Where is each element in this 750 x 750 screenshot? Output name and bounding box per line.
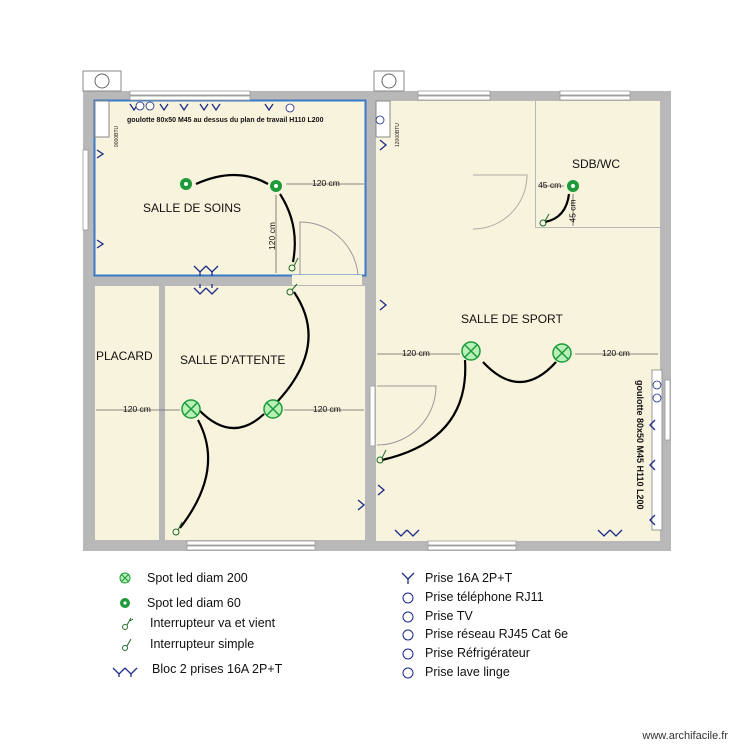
dim-sdb-v: 45 cm	[567, 199, 578, 223]
note-goulotte-soins: goulotte 80x50 M45 au dessus du plan de …	[127, 117, 324, 124]
ac-label-sport: 12000BTU	[395, 123, 401, 147]
socket-markers	[96, 103, 656, 537]
ac-units	[82, 70, 663, 531]
legend-network-socket: Prise réseau RJ45 Cat 6e	[425, 627, 569, 641]
floor-salle-de-soins	[95, 101, 365, 275]
dim-sdb-h: 45 cm	[538, 180, 562, 190]
ac-label-soins: 9000BTU	[114, 125, 120, 147]
legend-spot-200: Spot led diam 200	[147, 571, 248, 585]
legend-icons	[112, 572, 415, 679]
dim-soins-h: 120 cm	[312, 178, 340, 188]
wiring	[179, 174, 571, 529]
site-credit: www.archifacile.fr	[642, 730, 728, 742]
dim-attente-right: 120 cm	[313, 404, 341, 414]
small-socket-circles	[135, 101, 662, 403]
legend-socket: Prise 16A 2P+T	[425, 571, 513, 585]
note-goulotte-sport: goulotte 80x50 M45 H110 L200	[635, 380, 645, 510]
dim-sport-right: 120 cm	[602, 348, 630, 358]
room-label-sport: SALLE DE SPORT	[461, 312, 563, 326]
legend-tv-socket: Prise TV	[425, 609, 473, 623]
tv-socket-icon	[402, 611, 414, 623]
switch-simple-icon	[122, 638, 132, 651]
dim-soins-v: 120 cm	[266, 222, 277, 250]
floor-sdb-inner	[536, 101, 660, 227]
floor-placard	[95, 286, 159, 540]
dim-sport-left: 120 cm	[402, 348, 430, 358]
legend-fridge-socket: Prise Réfrigérateur	[425, 646, 530, 660]
dim-attente-left: 120 cm	[123, 404, 151, 414]
doors	[292, 174, 528, 447]
network-socket-icon	[402, 629, 414, 641]
washer-socket-icon	[402, 667, 414, 679]
switch-markers	[172, 213, 550, 536]
salle-de-soins-outline	[93, 99, 367, 277]
windows	[82, 90, 671, 551]
legend-double-socket: Bloc 2 prises 16A 2P+T	[152, 662, 283, 676]
sport-floor-patch2	[376, 234, 660, 244]
spot-60-markers	[180, 178, 579, 192]
dimension-lines	[96, 183, 658, 411]
legend-switch-two-way: Interrupteur va et vient	[150, 616, 276, 630]
legend-spot-60: Spot led diam 60	[147, 596, 241, 610]
room-label-soins: SALLE DE SOINS	[143, 201, 242, 215]
double-socket-icon	[112, 667, 138, 677]
legend-phone-socket: Prise téléphone RJ11	[425, 590, 544, 604]
room-label-attente: SALLE D'ATTENTE	[180, 353, 286, 367]
room-label-sdb: SDB/WC	[572, 157, 620, 171]
phone-socket-icon	[402, 592, 414, 604]
legend-switch-simple: Interrupteur simple	[150, 637, 255, 651]
fridge-socket-icon	[402, 648, 414, 660]
room-label-placard: PLACARD	[96, 349, 153, 363]
legend-washer-socket: Prise lave linge	[425, 665, 510, 679]
spot-200-markers	[181, 341, 572, 419]
socket-icon	[401, 572, 415, 584]
sport-floor-patch	[376, 101, 527, 234]
switch-two-way-icon	[122, 617, 134, 630]
